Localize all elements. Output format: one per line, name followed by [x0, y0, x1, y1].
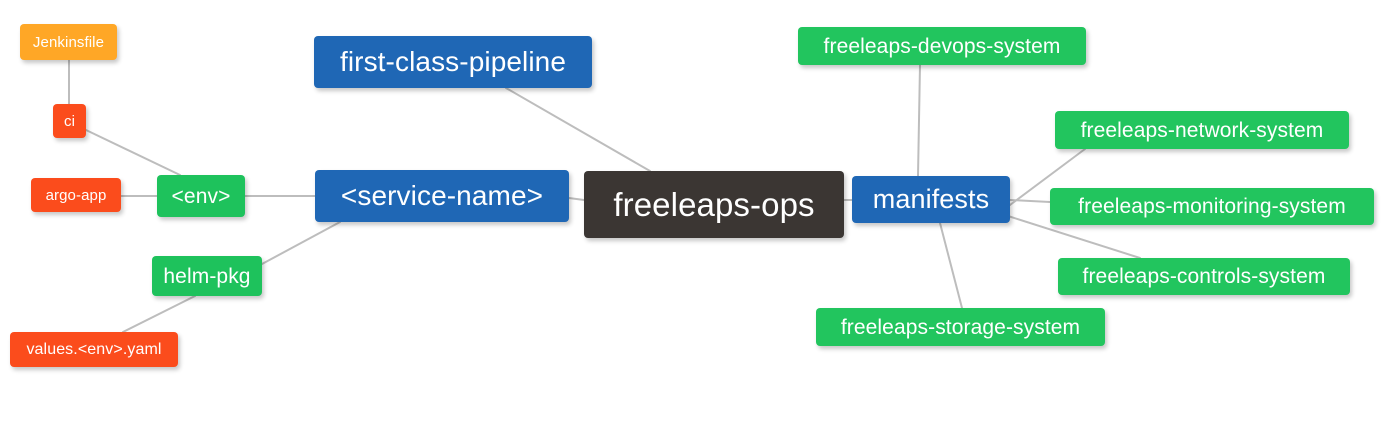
- node-values-yaml[interactable]: values.<env>.yaml: [10, 332, 178, 367]
- edge-helm-pkg-to-values-yaml: [122, 295, 196, 333]
- node-label-freeleaps-monitoring-system: freeleaps-monitoring-system: [1078, 195, 1346, 218]
- edge-service-name-to-helm-pkg: [261, 221, 341, 265]
- node-label-first-class-pipeline: first-class-pipeline: [339, 46, 567, 77]
- node-freeleaps-devops-system[interactable]: freeleaps-devops-system: [798, 27, 1086, 65]
- node-label-manifests: manifests: [872, 184, 990, 214]
- node-freeleaps-monitoring-system[interactable]: freeleaps-monitoring-system: [1050, 188, 1374, 225]
- node-label-freeleaps-storage-system: freeleaps-storage-system: [840, 315, 1081, 339]
- edge-ci-to-env: [85, 129, 181, 176]
- node-freeleaps-storage-system[interactable]: freeleaps-storage-system: [816, 308, 1105, 346]
- node-service-name[interactable]: <service-name>: [315, 170, 569, 222]
- node-env[interactable]: <env>: [157, 175, 245, 217]
- node-label-helm-pkg: helm-pkg: [163, 264, 251, 288]
- node-jenkinsfile[interactable]: Jenkinsfile: [20, 24, 117, 60]
- node-label-freeleaps-ops: freeleaps-ops: [613, 186, 815, 223]
- edge-manifests-to-freeleaps-devops-system: [917, 64, 921, 177]
- node-label-freeleaps-network-system: freeleaps-network-system: [1080, 118, 1324, 142]
- node-label-service-name: <service-name>: [340, 180, 544, 211]
- node-freeleaps-network-system[interactable]: freeleaps-network-system: [1055, 111, 1349, 149]
- edge-manifests-to-freeleaps-monitoring-system: [1009, 199, 1051, 203]
- node-first-class-pipeline[interactable]: first-class-pipeline: [314, 36, 592, 88]
- node-helm-pkg[interactable]: helm-pkg: [152, 256, 262, 296]
- node-label-env: <env>: [171, 184, 231, 208]
- node-argo-app[interactable]: argo-app: [31, 178, 121, 212]
- node-label-jenkinsfile: Jenkinsfile: [32, 33, 105, 51]
- node-ci[interactable]: ci: [53, 104, 86, 138]
- node-label-freeleaps-controls-system: freeleaps-controls-system: [1082, 265, 1326, 288]
- node-label-freeleaps-devops-system: freeleaps-devops-system: [823, 34, 1061, 58]
- node-freeleaps-controls-system[interactable]: freeleaps-controls-system: [1058, 258, 1350, 295]
- edge-service-name-to-freeleaps-ops: [568, 197, 585, 201]
- edge-manifests-to-freeleaps-storage-system: [939, 222, 963, 309]
- edge-first-class-pipeline-to-freeleaps-ops: [505, 87, 651, 172]
- node-label-values-yaml: values.<env>.yaml: [26, 340, 162, 358]
- node-label-ci: ci: [63, 112, 76, 130]
- node-freeleaps-ops[interactable]: freeleaps-ops: [584, 171, 844, 238]
- node-manifests[interactable]: manifests: [852, 176, 1010, 223]
- node-label-argo-app: argo-app: [45, 186, 107, 204]
